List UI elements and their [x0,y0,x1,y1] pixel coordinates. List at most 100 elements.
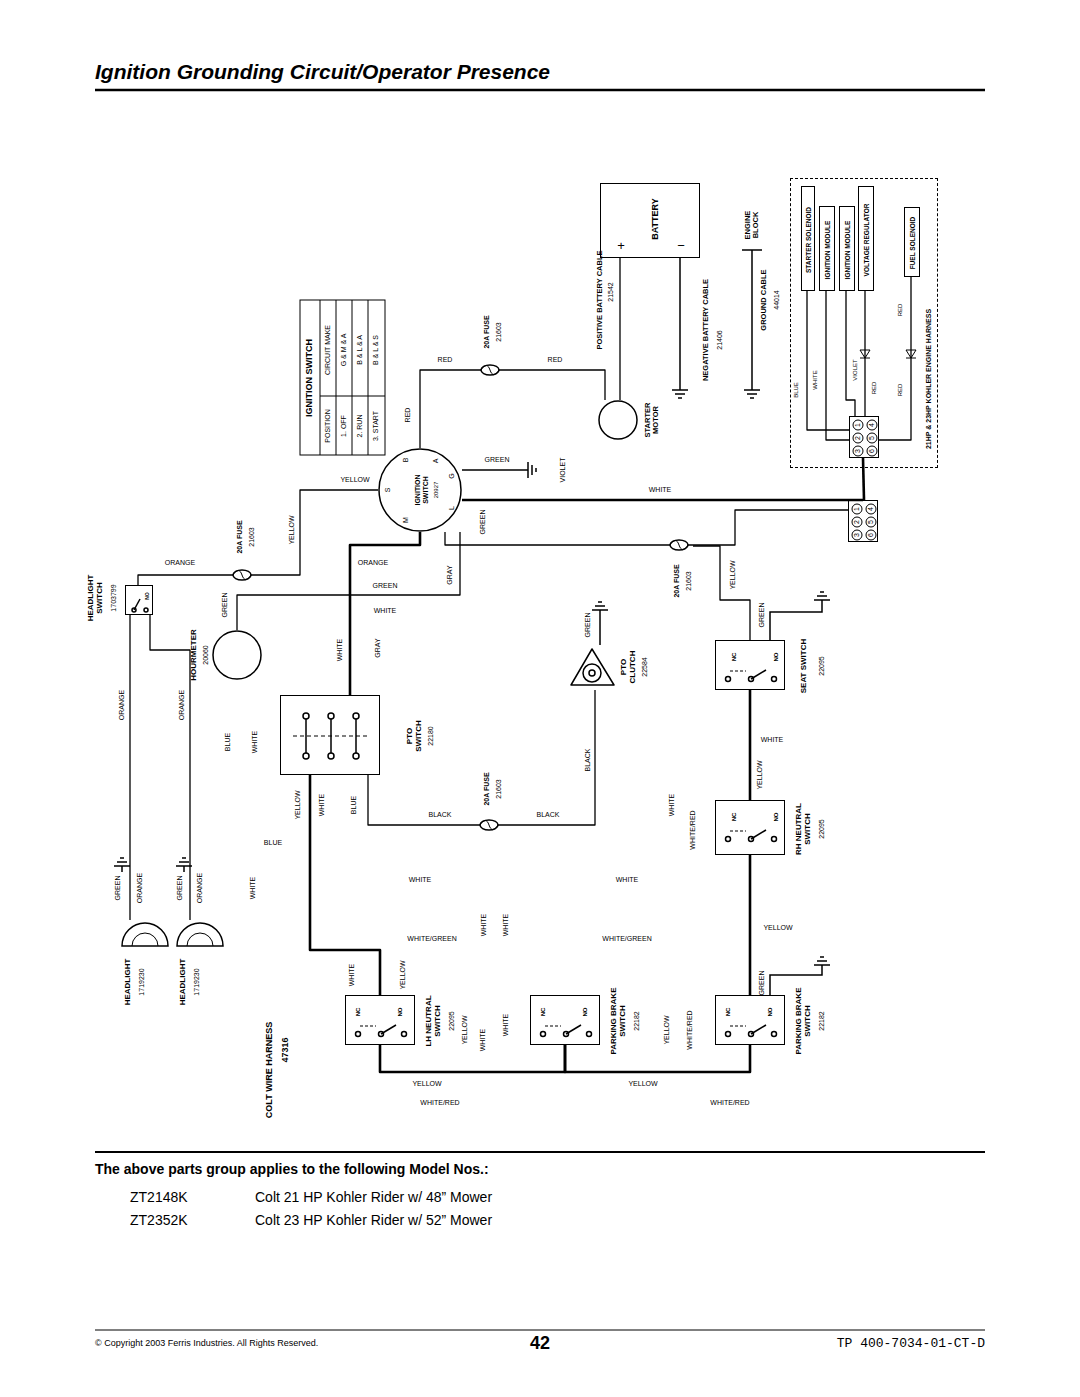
wire-color-label: BLACK [537,811,560,819]
table-cell: 3. START [372,411,380,441]
wire-color-label: WHITE/RED [686,1010,694,1049]
component-detail: 20927 [433,482,440,499]
wire-color-label: BLUE [350,796,358,814]
component-name: BATTERY [651,198,661,240]
wire-color-label: YELLOW [663,1015,671,1044]
component-detail: L [448,506,456,510]
component-name: PTO SWITCH [406,716,424,756]
component-detail: 20060 [202,645,210,664]
component-detail: 4 [868,423,876,427]
component-detail: M [402,517,410,523]
wire-color-label: GREEN [114,876,122,901]
wire-color-label: BLUE [264,839,282,847]
component-detail: 3 [853,533,861,537]
fuse-symbol [228,569,256,581]
wire [693,546,750,640]
component-detail: NO [767,1008,774,1017]
pto-symbol [281,696,381,776]
wire [237,532,460,630]
component-detail: NC [725,1008,732,1017]
component-name: PTO CLUTCH [620,642,638,692]
wire-color-label: GREEN [758,603,766,628]
sw-symbol [716,801,786,856]
wire-color-label: WHITE/RED [710,1099,749,1107]
wire-color-label: YELLOW [340,476,369,484]
component-detail: 6 [868,449,876,453]
component-name: 20A FUSE [483,772,491,805]
wire-color-label: WHITE [374,607,397,615]
wire [863,458,864,500]
component-detail: 21603 [248,527,256,546]
plunger-switch: PARKING BRAKE SWITCH22182NCNO [530,995,600,1045]
component-name: 21HP & 23HP KOHLER ENGINE HARNESS [925,309,933,449]
component-detail: NC [731,653,738,662]
circle-symbol [212,630,262,680]
model-text: ZT2352K [130,1213,188,1228]
wire-color-label: ORANGE [196,873,204,903]
component-circle: IGNITION SWITCH20927BAGLMS [378,448,462,532]
cable-label: POSITIVE BATTERY CABLE [596,250,604,349]
wire-color-label: WHITE [761,736,784,744]
model-text: Colt 21 HP Kohler Rider w/ 48” Mower [255,1190,492,1205]
wire-color-label: BLUE [793,382,800,398]
doc-number: TP 400-7034-01-CT-D [837,1337,985,1351]
wire-color-label: WHITE/RED [689,810,697,849]
wire-color-label: RED [404,408,412,423]
wire-connector: 123456 [848,500,878,542]
wire-color-label: YELLOW [461,1015,469,1044]
wire-color-label: GREEN [373,582,398,590]
wire [619,258,620,400]
ground-wire [770,592,830,640]
wire-color-label: WHITE [409,876,432,884]
component-name: 1 [854,423,862,427]
wire [503,690,595,825]
fuse-symbol: 20A FUSE21603 [475,819,503,831]
wire [505,370,605,400]
dome-symbol [120,920,170,948]
component-detail: 21603 [495,322,503,341]
plunger-switch: RH NEUTRAL SWITCH22095NCNO [715,800,785,855]
component-name: IGNITION SWITCH [414,465,429,515]
wire [150,615,190,920]
component-box: IGNITION MODULE [819,206,835,291]
wire [749,690,752,800]
wire [462,499,863,502]
component-name: IGNITION MODULE [844,220,851,279]
component-detail: NO [145,592,151,600]
wire [807,291,849,430]
ground-symbol [672,390,760,398]
harness-label: 47316 [281,1037,291,1062]
component-detail: 1703799 [110,584,118,611]
component-name: HEADLIGHT [124,959,133,1006]
wire-color-label: VIOLET [559,458,567,483]
wire [420,370,475,448]
wire-color-label: GREEN [584,613,592,638]
pto-switch: PTO SWITCH22180 [280,695,380,775]
wire [350,532,420,695]
wire-color-label: ORANGE [178,690,186,720]
plunger-switch: SEAT SWITCH22095NCNO [715,640,785,690]
clutch-symbol [565,645,620,690]
wire-color-label: YELLOW [756,760,764,789]
component-detail: 2 [853,520,861,524]
wire [864,291,865,416]
wire-color-label: WHITE [479,1029,487,1052]
wire-color-label: WHITE [251,731,259,754]
component-detail: 22095 [818,819,826,838]
wire [368,775,475,825]
toggle-switch: HEADLIGHT SWITCH1703799NO [125,585,153,615]
wire-color-label: GREEN [485,456,510,464]
component-detail: 21603 [685,571,693,590]
wire-color-label: WHITE/GREEN [602,935,651,943]
component-box: STARTER SOLENOID [801,186,815,291]
component-circle: HOURMETER20060 [212,630,262,680]
sw-symbol [716,641,786,691]
wire-connector: 123456 [849,416,879,458]
wire-color-label: GRAY [374,638,382,657]
wire-color-label: YELLOW [288,515,296,544]
wire [749,855,752,995]
wire-color-label: WHITE [318,794,326,817]
component-name: HOURMETER [190,629,199,681]
component-box: VOLTAGE REGULATOR [858,186,874,291]
